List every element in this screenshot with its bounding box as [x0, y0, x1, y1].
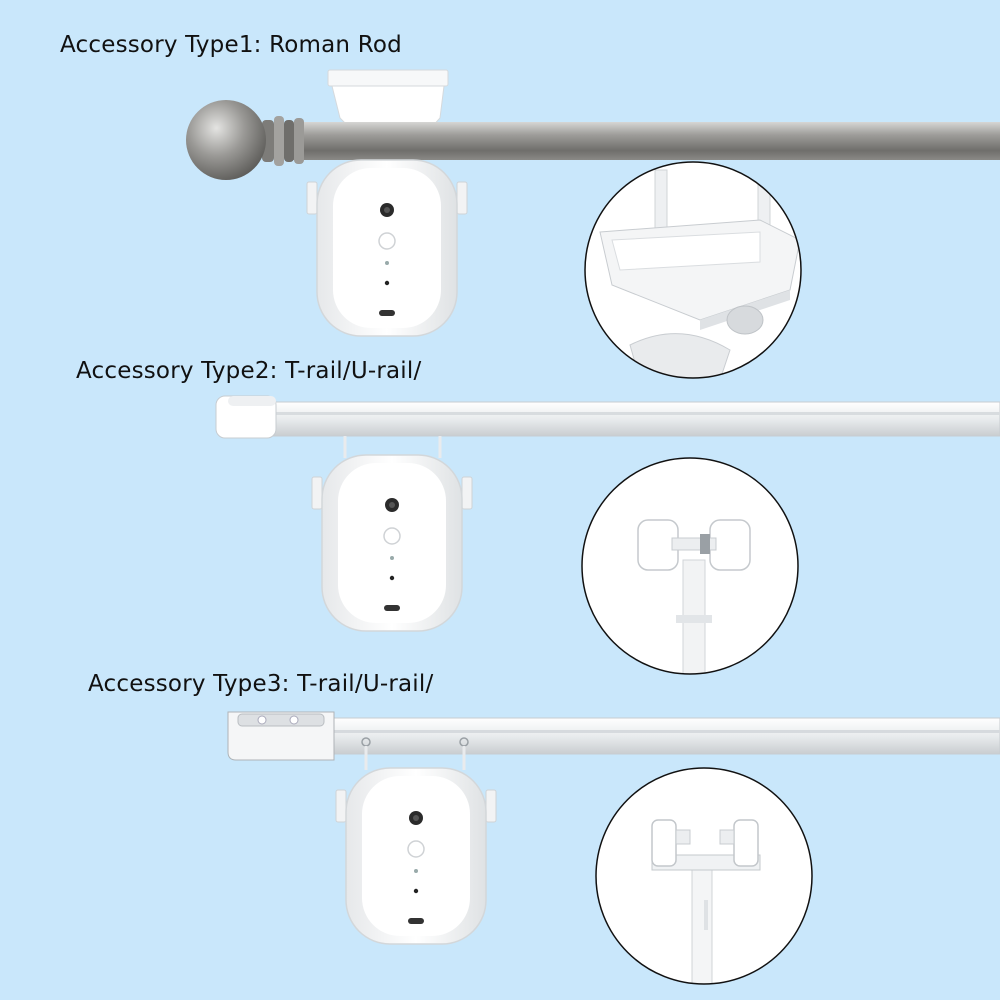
section-1-roman-rod [186, 69, 1000, 379]
section-3-heading: Accessory Type3: T-rail/U-rail/ [88, 671, 434, 697]
curtain-robot-2 [311, 454, 473, 632]
section-2-heading: Accessory Type2: T-rail/U-rail/ [76, 358, 422, 384]
finial-collar [262, 116, 304, 166]
t-rail [249, 401, 1000, 437]
detail-circle-3 [595, 767, 813, 985]
curtain-robot-3 [335, 767, 497, 945]
detail-circle-2 [581, 457, 799, 675]
curtain-robot-1 [306, 159, 468, 337]
detail-circle-1 [584, 161, 802, 379]
rod-finial [186, 100, 266, 180]
section-3-t-rail [227, 711, 1000, 985]
roman-rod [290, 122, 1000, 160]
section-2-t-rail [215, 395, 1000, 675]
section-1-heading: Accessory Type1: Roman Rod [60, 32, 402, 58]
u-rail [299, 717, 1000, 755]
